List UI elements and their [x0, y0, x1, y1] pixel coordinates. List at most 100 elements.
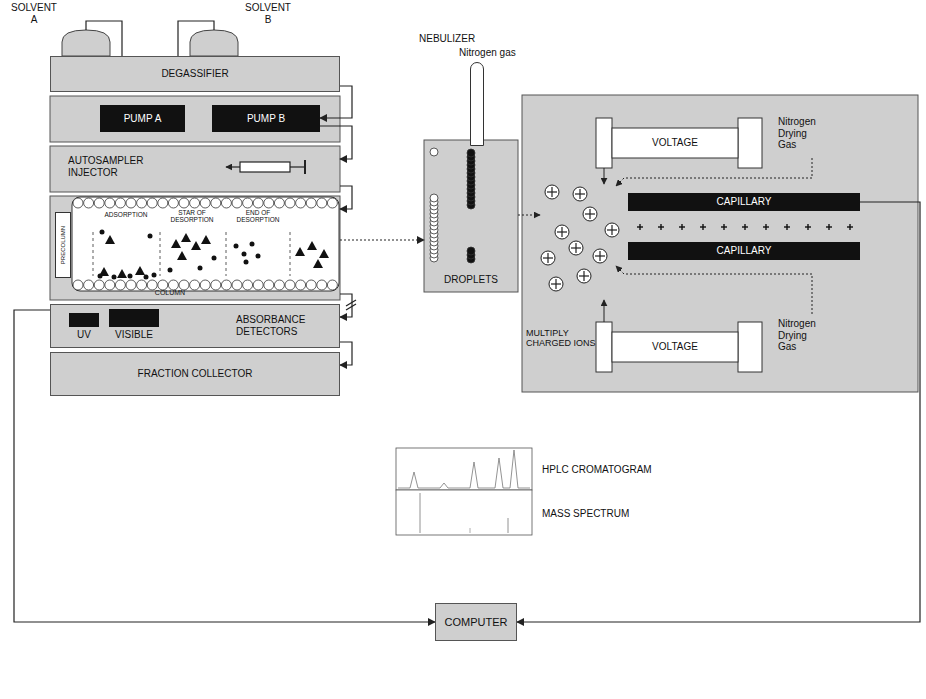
instrument-bands: [50, 95, 918, 392]
result-plots: [396, 448, 532, 535]
packing-bead: [306, 198, 316, 208]
packing-bead: [158, 280, 168, 290]
packing-bead: [211, 280, 221, 290]
packing-bead: [115, 198, 125, 208]
charge-mark: [723, 224, 724, 230]
solvent-bottles: [62, 30, 238, 56]
packing-bead: [200, 280, 210, 290]
capillary-tube: CAPILLARY: [628, 242, 860, 260]
flow-connector: [14, 310, 435, 622]
node-label: NEBULIZER: [419, 33, 499, 45]
pump-box: PUMP B: [212, 105, 320, 132]
packing-bead: [243, 198, 253, 208]
ion-symbol: [569, 241, 583, 255]
analyte-dot: [242, 252, 247, 257]
packing-bead: [84, 280, 94, 290]
nebulizer-tube: NEBULIZERNitrogen gas: [470, 62, 484, 146]
degasser-unit: DEGASSIFIER: [50, 56, 340, 92]
flow-connector: [340, 294, 352, 317]
analyte-dot: [168, 268, 173, 273]
packing-bead: [317, 198, 327, 208]
packing-bead: [179, 198, 189, 208]
packing-bead: [200, 198, 210, 208]
node-label: AUTOSAMPLER INJECTOR: [68, 155, 178, 178]
charge-mark: [639, 224, 640, 230]
packing-bead: [137, 280, 147, 290]
node-label: CAPILLARY: [717, 245, 772, 257]
packing-bead: [105, 198, 115, 208]
packing-bead: [274, 198, 284, 208]
flow-connector: [340, 239, 424, 240]
analyte-dot: [198, 266, 203, 271]
analyte-triangle: [191, 241, 201, 250]
precolumn: PRECOLUMN: [55, 212, 71, 278]
ion-symbol: [589, 209, 590, 219]
packing-bead: [285, 198, 295, 208]
voltage-electrode: VOLTAGE: [612, 128, 738, 158]
node-label: CAPILLARY: [717, 196, 772, 208]
packing-bead: [232, 280, 242, 290]
charge-mark: [744, 224, 745, 230]
analyte-dot: [234, 244, 239, 249]
packing-bead: [190, 280, 200, 290]
ion-symbol: [599, 251, 600, 261]
packing-bead: [126, 280, 136, 290]
ion-symbol: [573, 187, 587, 201]
detector-lamp: VISIBLE: [109, 309, 159, 327]
node-label: Nitrogen gas: [459, 47, 539, 59]
droplet: [467, 247, 475, 255]
packing-bead: [243, 280, 253, 290]
node-label: PUMP B: [247, 113, 285, 125]
flow-connector: [340, 186, 352, 209]
free-label: Nitrogen Drying Gas: [778, 318, 823, 353]
fraction-collector: FRACTION COLLECTOR: [50, 352, 340, 396]
node-label: COLUMN: [130, 289, 210, 297]
ion-symbol: [551, 187, 552, 197]
analyte-triangle: [201, 235, 211, 244]
node-label: FRACTION COLLECTOR: [138, 368, 253, 380]
node-label: STAR OF DESORPTION: [162, 209, 222, 224]
packing-bead: [168, 280, 178, 290]
autosampler-unit: AUTOSAMPLER INJECTOR: [50, 146, 340, 192]
ion-symbol: [611, 225, 612, 235]
solvent-bottle: SOLVENT A: [62, 30, 110, 56]
packing-bead: [73, 280, 83, 290]
packing-bead: [94, 280, 104, 290]
packing-bead: [274, 280, 284, 290]
voltage-electrode: VOLTAGE: [612, 332, 738, 362]
analyte-dot: [256, 254, 261, 259]
node-label: PUMP A: [124, 113, 162, 125]
node-label: UV: [65, 329, 103, 341]
analyte-triangle: [313, 259, 323, 268]
packing-bead: [264, 280, 274, 290]
gas-and-field-arrows: [518, 158, 812, 322]
detector-unit: ABSORBANCE DETECTORS UV VISIBLE: [50, 304, 340, 348]
analyte-dot: [128, 274, 133, 279]
charge-mark: [765, 224, 766, 230]
packing-bead: [115, 280, 125, 290]
droplet: [430, 194, 438, 202]
ion-symbol: [593, 249, 607, 263]
charge-mark: [702, 224, 703, 230]
analyte-dot: [244, 260, 249, 265]
packing-bead: [147, 280, 157, 290]
column-tube: [72, 197, 339, 291]
node-label: ADSORPTION: [95, 211, 157, 218]
analyte-triangle: [177, 251, 187, 260]
node-label: DROPLETS: [424, 274, 518, 286]
node-label: ABSORBANCE DETECTORS: [236, 314, 336, 337]
ion-symbol: [575, 243, 576, 253]
charged-ions: [541, 185, 619, 291]
node-label: SOLVENT A: [8, 2, 60, 25]
charge-mark: [660, 224, 661, 230]
analyte-triangle: [307, 241, 317, 250]
packing-bead: [285, 280, 295, 290]
packing-bead: [147, 198, 157, 208]
ion-symbol: [579, 189, 580, 199]
packing-bead: [94, 198, 104, 208]
flow-connector: [86, 21, 122, 56]
analyte-triangle: [135, 266, 145, 275]
capillary-charges: [637, 224, 853, 230]
analyte-dot: [100, 230, 105, 235]
